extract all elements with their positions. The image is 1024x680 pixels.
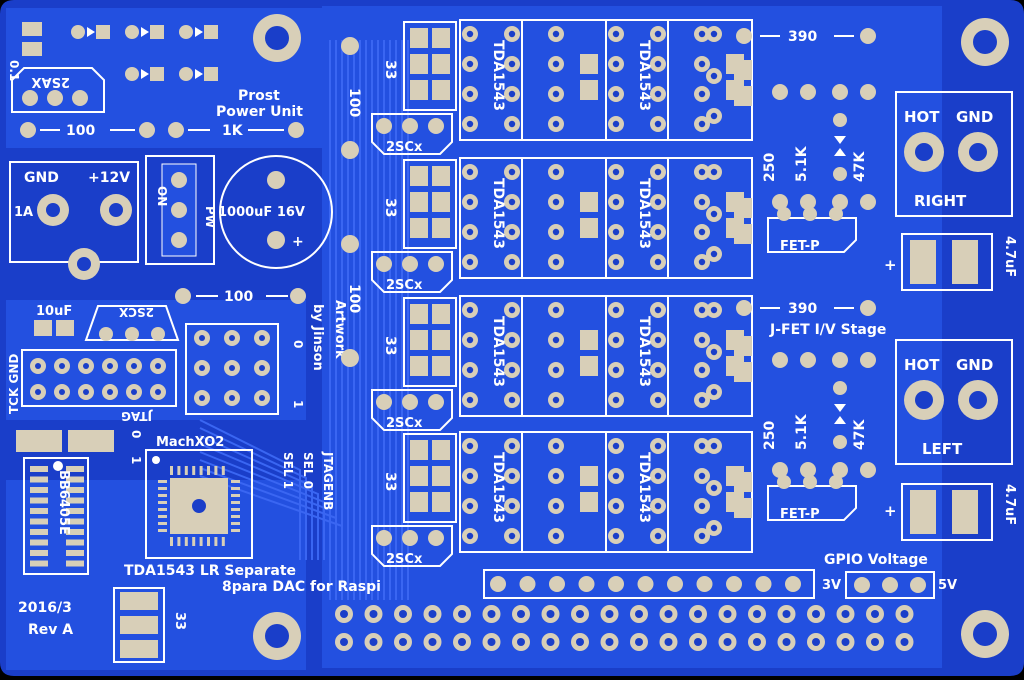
sel1-label: SEL 1	[281, 452, 295, 489]
v5-label: 5V	[938, 578, 957, 593]
ic-bb-label: BB6405E	[56, 470, 71, 535]
cap-1000uf-label: 1000uF 16V	[218, 205, 305, 220]
tda-label-2-1: TDA1543	[490, 178, 506, 249]
r100-vertical: 100 100	[341, 37, 362, 367]
iv-stage-left: 250 5.1K 47K FET-P	[762, 352, 876, 522]
right-label: RIGHT	[914, 192, 967, 210]
tck-gnd-label: TCK GND	[7, 354, 21, 414]
dac-row-3: 33 2SCx TDA1543 TDA1543	[371, 295, 753, 431]
r250-label-left: 250	[762, 421, 778, 450]
q-2sax-label: 2SAX	[32, 74, 71, 89]
jtag-pin1-label: 1	[129, 456, 143, 464]
tda-label-4-1: TDA1543	[490, 452, 506, 523]
by-jinson-label: by Jinson	[310, 304, 325, 371]
dac-row-4: 33 2SCx TDA1543 TDA1543	[371, 431, 753, 567]
tda-label-1-2: TDA1543	[636, 40, 652, 111]
electrolytic-cap	[219, 155, 333, 269]
tda-label-4-2: TDA1543	[636, 452, 652, 523]
r33-label-3: 33	[382, 336, 398, 355]
left-label: LEFT	[922, 440, 963, 458]
power-unit-label: Power Unit	[216, 104, 303, 120]
r250-label-right: 250	[762, 153, 778, 182]
power-unit: 0.1 2SAX Prost Power Unit 100 1K GND +12…	[7, 22, 333, 305]
tda-label-1-1: TDA1543	[490, 40, 506, 111]
pw-label: PW	[203, 206, 217, 228]
on-label: ON	[155, 186, 169, 206]
bb6405e-pins	[30, 466, 84, 567]
dac-row-1: 33 2SCx TDA1543 TDA1543	[371, 19, 753, 155]
artwork-label: Artwork	[332, 300, 347, 359]
iv-stage-right: 250 5.1K 47K FET-P	[762, 84, 876, 254]
cap-plus-r-label: +	[884, 256, 897, 274]
cap-plus-l-label: +	[884, 502, 897, 520]
cap-01-label: 0.1	[7, 60, 21, 81]
led-pads	[71, 25, 218, 81]
sel-header	[194, 330, 270, 406]
hot-right-label: HOT	[904, 108, 940, 126]
gnd-left-label: GND	[956, 356, 993, 374]
tda-lr-label: TDA1543 LR Separate	[124, 563, 296, 579]
r33-label-4: 33	[382, 472, 398, 491]
r51k-label-right: 5.1K	[794, 145, 810, 182]
tda-label-3-1: TDA1543	[490, 316, 506, 387]
cap-47uf-r-label: 4.7uF	[1002, 236, 1017, 277]
machxo2-label: MachXO2	[156, 435, 224, 450]
r33-bottom-label: 33	[172, 612, 187, 630]
jtag-label: JTAG	[121, 409, 153, 423]
r100-top-label: 100	[66, 123, 95, 139]
gnd-label: GND	[24, 170, 59, 186]
spara-label: 8para DAC for Raspi	[222, 579, 381, 595]
jtagenb-label: JTAGENB	[321, 451, 335, 510]
r33-label-1: 33	[382, 60, 398, 79]
mounting-holes	[253, 14, 1009, 660]
fet-p-label-left: FET-P	[780, 507, 820, 522]
cap-plus-label: +	[292, 234, 304, 250]
tda-label-3-2: TDA1543	[636, 316, 652, 387]
sel0-label: SEL 0	[301, 452, 315, 489]
r33-label-2: 33	[382, 198, 398, 217]
r390-bot-label: 390	[788, 301, 817, 317]
machxo2-outline	[145, 449, 253, 559]
machxo2-pads	[158, 466, 240, 546]
v3-label: 3V	[822, 578, 841, 593]
jfet-stage-label: J-FET I/V Stage	[769, 322, 886, 338]
r100-vert-top-label: 100	[346, 88, 362, 117]
r1k-top-label: 1K	[222, 123, 244, 139]
q-2scx-label-2: 2SCx	[386, 278, 423, 293]
tda-label-2-2: TDA1543	[636, 178, 652, 249]
fet-p-label-right: FET-P	[780, 239, 820, 254]
jtag-header	[30, 358, 166, 400]
q-2scx-label-3: 2SCx	[386, 416, 423, 431]
cap-10uf-label: 10uF	[36, 304, 72, 319]
gnd-right-label: GND	[956, 108, 993, 126]
q-2scx-label-1: 2SCx	[386, 140, 423, 155]
cap-47uf-l-label: 4.7uF	[1002, 484, 1017, 525]
r51k-label-left: 5.1K	[794, 413, 810, 450]
rev-label: Rev A	[28, 622, 73, 638]
sel-one-label: 1	[291, 400, 305, 408]
r100-vert-bot-label: 100	[346, 284, 362, 313]
prost-label: Prost	[238, 88, 280, 104]
plus12v-label: +12V	[88, 170, 130, 186]
one-a-label: 1A	[14, 205, 33, 220]
hot-left-label: HOT	[904, 356, 940, 374]
q-2scx-left-label: 2SCX	[118, 305, 154, 319]
q-2scx-label-4: 2SCx	[386, 552, 423, 567]
jtag-pin0-label: 0	[129, 430, 143, 438]
dac-row-2: 33 2SCx TDA1543 TDA1543	[371, 157, 753, 293]
date-label: 2016/3	[18, 600, 72, 616]
fpga-section: 10uF 2SCX TCK GND JTAG 1 0 Artwork by Ji…	[7, 300, 381, 663]
r47k-label-left: 47K	[852, 419, 868, 450]
sel-zero-label: 0	[291, 340, 305, 348]
r390-top-label: 390	[788, 29, 817, 45]
r47k-label-right: 47K	[852, 151, 868, 182]
gpio-voltage-label: GPIO Voltage	[824, 552, 928, 568]
r100-mid-label: 100	[224, 289, 253, 305]
gpio-header: GPIO Voltage 3V 5V	[335, 552, 957, 651]
